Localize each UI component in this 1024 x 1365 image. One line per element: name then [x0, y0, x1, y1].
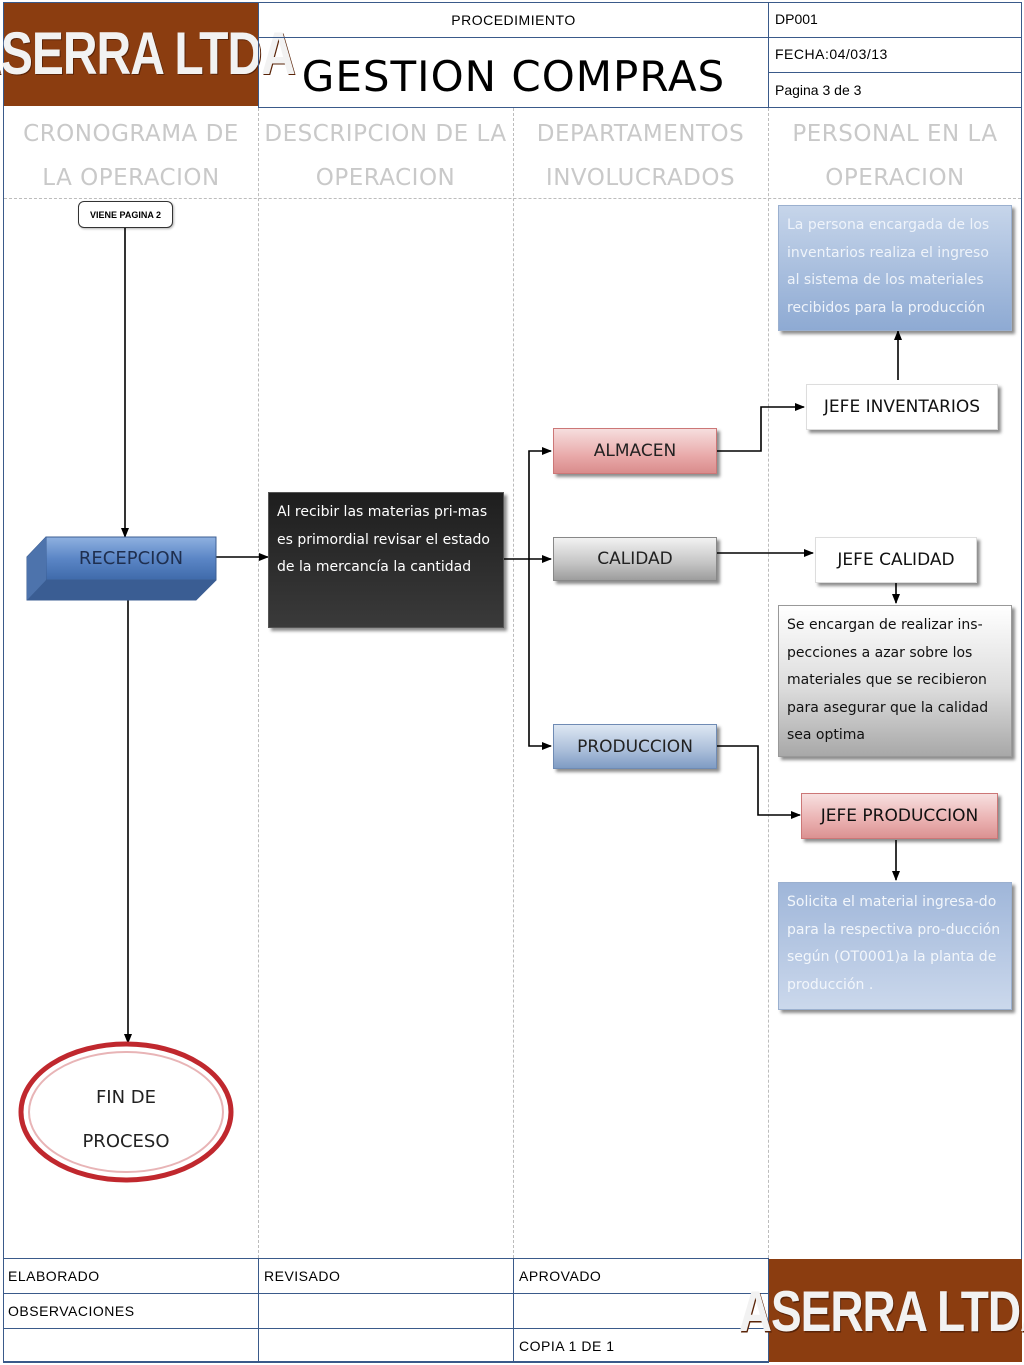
end-label-line: FIN DE	[95, 1087, 157, 1108]
footer-cell	[258, 1328, 514, 1363]
reception-box-shape	[26, 536, 217, 601]
column-heading-line: LA OPERACION	[42, 165, 220, 191]
inventarios-description: La persona encargada de los inventarios …	[778, 205, 1012, 331]
dept-calidad: CALIDAD	[553, 537, 717, 581]
column-heading-line: DESCRIPCION DE LA	[264, 121, 507, 147]
footer-logo-text: ASERRA LTDA	[738, 1278, 1024, 1343]
jefe-inventarios: JEFE INVENTARIOS	[806, 384, 998, 430]
arrow-to-produccion	[528, 559, 552, 750]
arrow-almacen-to-jefe-inventarios	[717, 403, 805, 452]
column-header-divider	[4, 198, 1021, 199]
end-terminator-shape	[18, 1041, 234, 1183]
column-heading-descripcion: DESCRIPCION DE LA OPERACION	[258, 112, 513, 198]
footer-cell	[513, 1293, 769, 1329]
column-heading-line: PERSONAL EN LA	[792, 121, 998, 147]
footer-aprovado: APROVADO	[519, 1268, 602, 1284]
column-heading-line: CRONOGRAMA DE	[23, 121, 239, 147]
column-heading-line: OPERACION	[825, 165, 965, 191]
header-logo: ASERRA LTDA	[0, 3, 296, 106]
column-heading-line: OPERACION	[315, 165, 456, 191]
offpage-connector: VIENE PAGINA 2	[78, 201, 173, 228]
jefe-produccion: JEFE PRODUCCION	[801, 793, 998, 839]
header-logo-text: ASERRA LTDA	[0, 21, 296, 88]
footer-copia: COPIA 1 DE 1	[519, 1338, 615, 1354]
doc-date: FECHA:04/03/13	[775, 46, 888, 62]
jefe-calidad: JEFE CALIDAD	[815, 537, 977, 583]
dept-produccion: PRODUCCION	[553, 724, 717, 769]
reception-description: Al recibir las materias pri-mas es primo…	[268, 492, 504, 628]
column-divider	[258, 108, 259, 1258]
footer-cell	[258, 1293, 514, 1329]
footer-cell	[3, 1328, 259, 1363]
column-heading-line: DEPARTAMENTOS	[536, 121, 745, 147]
column-divider	[513, 108, 514, 1258]
arrow-produccion-to-jefe-produccion	[717, 745, 801, 819]
end-terminator-label: FIN DE PROCESO	[26, 1076, 226, 1164]
footer-cell	[513, 1328, 769, 1363]
footer-logo: ASERRA LTDA	[739, 1259, 1024, 1362]
page-cell	[768, 72, 1022, 108]
column-heading-cronograma: CRONOGRAMA DE LA OPERACION	[4, 112, 258, 198]
footer-observaciones: OBSERVACIONES	[8, 1303, 135, 1319]
footer-elaborado: ELABORADO	[8, 1268, 100, 1284]
reception-label: RECEPCION	[78, 548, 184, 569]
footer-revisado: REVISADO	[264, 1268, 341, 1284]
arrow-to-almacen	[528, 447, 552, 559]
page-title: GESTION COMPRAS	[301, 52, 726, 101]
end-label-line: PROCESO	[82, 1131, 170, 1152]
column-heading-line: INVOLUCRADOS	[545, 165, 736, 191]
column-heading-departamentos: DEPARTAMENTOS INVOLUCRADOS	[513, 112, 768, 198]
page-number: Pagina 3 de 3	[775, 82, 862, 98]
column-heading-personal: PERSONAL EN LA OPERACION	[768, 112, 1022, 198]
doc-type: PROCEDIMIENTO	[451, 12, 576, 28]
dept-almacen: ALMACEN	[553, 428, 717, 474]
column-divider	[768, 108, 769, 1258]
doc-code: DP001	[775, 11, 818, 27]
calidad-description: Se encargan de realizar ins-pecciones a …	[778, 605, 1012, 757]
produccion-description: Solicita el material ingresa-do para la …	[778, 882, 1012, 1010]
